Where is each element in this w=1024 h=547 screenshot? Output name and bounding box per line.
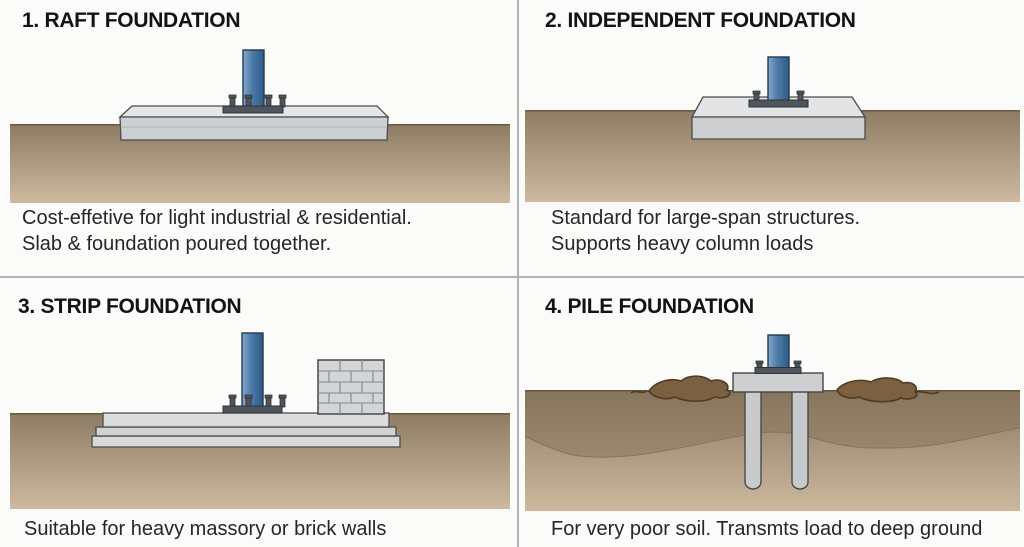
piles: [744, 385, 809, 490]
panel-title-raft: 1. RAFT FOUNDATION: [22, 9, 241, 32]
raft-foundation-illustration: [10, 49, 510, 203]
poor-soil-debris: [630, 375, 940, 403]
brick-wall: [317, 359, 385, 415]
panel-title-strip: 3. STRIP FOUNDATION: [18, 295, 242, 318]
base-plate: [222, 394, 287, 414]
panel-caption-raft: Cost-effetive for light industrial & res…: [22, 207, 412, 255]
panel-title-independent: 2. INDEPENDENT FOUNDATION: [545, 9, 856, 32]
panel-caption-independent: Standard for large-span structures. Supp…: [551, 207, 861, 255]
base-plate: [748, 90, 809, 108]
panel-independent-foundation: 2. INDEPENDENT FOUNDATION Standard for l…: [519, 0, 1024, 276]
panel-caption-strip: Suitable for heavy massory or brick wall…: [24, 518, 387, 540]
steel-column: [767, 56, 790, 104]
panel-caption-pile: For very poor soil. Transmts load to dee…: [551, 518, 983, 540]
base-plate: [754, 360, 802, 374]
pile-foundation-illustration: [524, 334, 1021, 511]
base-plate: [222, 94, 287, 114]
panel-pile-foundation: 4. PILE FOUNDATION For very poor soil. T…: [519, 278, 1024, 547]
strip-footing: [91, 412, 401, 448]
panel-title-pile: 4. PILE FOUNDATION: [545, 295, 754, 318]
soil: [524, 389, 1021, 511]
independent-foundation-illustration: [525, 56, 1020, 202]
panel-raft-foundation: 1. RAFT FOUNDATION Cost-effetive for lig…: [0, 0, 517, 276]
pile-cap: [732, 372, 824, 393]
strip-foundation-illustration: [10, 332, 510, 509]
panel-strip-foundation: 3. STRIP FOUNDATION Suitable for heavy m…: [0, 278, 517, 547]
